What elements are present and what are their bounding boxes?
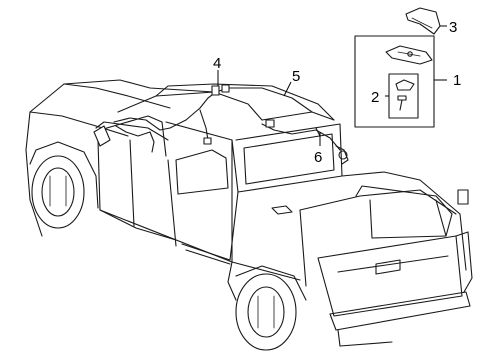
antenna-cover [405,7,441,35]
callout-3: 3 [449,19,457,36]
pickup-truck-illustration [25,79,473,351]
callout-1: 1 [453,72,461,89]
antenna-pad [395,79,415,91]
antenna-assembly-group [354,7,441,128]
callout-4: 4 [213,55,221,72]
antenna-assembly-box [354,35,435,128]
antenna-cord-harness [113,84,349,165]
callout-labels: 1 2 3 4 5 6 [213,19,461,166]
antenna-base [385,45,433,65]
leader-line-5 [283,81,292,97]
callout-5: 5 [292,68,300,85]
leader-lines [217,25,447,146]
callout-6: 6 [314,149,322,166]
callout-2: 2 [371,89,379,106]
